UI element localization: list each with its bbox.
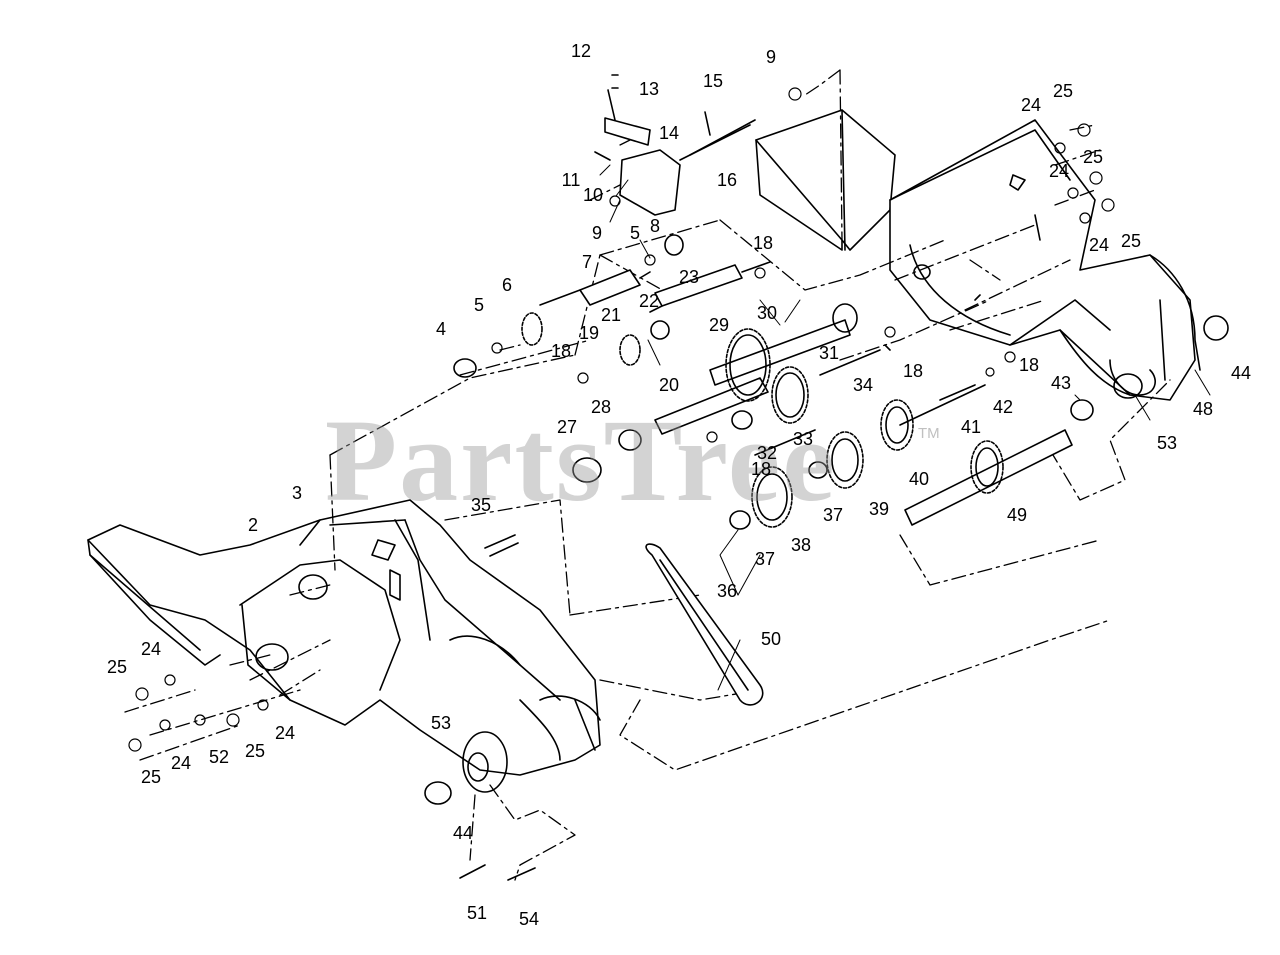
callout-22: 22 — [638, 291, 660, 311]
drive-belt — [645, 543, 764, 706]
callout-35: 35 — [470, 495, 492, 515]
callout-53-right: 53 — [1156, 433, 1178, 453]
callout-5-upper: 5 — [629, 223, 641, 243]
callout-11: 11 — [561, 170, 581, 190]
callout-2: 2 — [247, 515, 259, 535]
callout-42: 42 — [992, 397, 1014, 417]
callout-16: 16 — [716, 170, 738, 190]
callout-10: 10 — [582, 185, 604, 205]
callout-18-top: 18 — [752, 233, 774, 253]
callout-38: 38 — [790, 535, 812, 555]
callout-20: 20 — [658, 375, 680, 395]
bushings — [424, 234, 1229, 805]
callout-25-f: 25 — [140, 767, 162, 787]
callout-18-lower: 18 — [750, 459, 772, 479]
callout-27: 27 — [556, 417, 578, 437]
callout-44-right: 44 — [1230, 363, 1252, 383]
callout-14: 14 — [658, 123, 680, 143]
callout-5-lower: 5 — [473, 295, 485, 315]
callout-3: 3 — [291, 483, 303, 503]
callout-24-e: 24 — [274, 723, 296, 743]
callout-39: 39 — [868, 499, 890, 519]
callout-9-left: 9 — [591, 223, 603, 243]
callout-29: 29 — [708, 315, 730, 335]
callout-50: 50 — [760, 629, 782, 649]
callout-31: 31 — [818, 343, 840, 363]
callout-21: 21 — [600, 305, 622, 325]
right-housing-panel — [755, 109, 1201, 401]
callout-37-upper: 37 — [822, 505, 844, 525]
callout-48: 48 — [1192, 399, 1214, 419]
callout-54: 54 — [518, 909, 540, 929]
bolts — [459, 294, 981, 881]
callout-8: 8 — [649, 216, 661, 236]
callout-51: 51 — [466, 903, 488, 923]
callout-25-c: 25 — [1120, 231, 1142, 251]
callout-25-e: 25 — [244, 741, 266, 761]
callout-25-d: 25 — [106, 657, 128, 677]
callout-41: 41 — [960, 417, 982, 437]
callout-13: 13 — [638, 79, 660, 99]
watermark-trademark: TM — [918, 425, 940, 442]
callout-24-c: 24 — [1088, 235, 1110, 255]
callout-24-f: 24 — [170, 753, 192, 773]
callout-4: 4 — [435, 319, 447, 339]
callout-24-d: 24 — [140, 639, 162, 659]
callout-24-b: 24 — [1048, 161, 1070, 181]
callout-18-right: 18 — [1018, 355, 1040, 375]
callout-19: 19 — [578, 323, 600, 343]
callout-52: 52 — [208, 747, 230, 767]
callout-49: 49 — [1006, 505, 1028, 525]
callout-6: 6 — [501, 275, 513, 295]
callout-34: 34 — [852, 375, 874, 395]
callout-32: 32 — [756, 443, 778, 463]
leader-lines — [599, 164, 1211, 691]
shifter-assembly — [594, 74, 756, 216]
callout-40: 40 — [908, 469, 930, 489]
watermark: PartsTree — [325, 395, 837, 526]
callout-33: 33 — [792, 429, 814, 449]
callout-18-left: 18 — [550, 341, 572, 361]
callout-24-a: 24 — [1020, 95, 1042, 115]
callout-18-mid: 18 — [902, 361, 924, 381]
callout-28: 28 — [590, 397, 612, 417]
callout-15: 15 — [702, 71, 724, 91]
callout-25-a: 25 — [1052, 81, 1074, 101]
callout-25-b: 25 — [1082, 147, 1104, 167]
callout-37-lower: 37 — [754, 549, 776, 569]
callout-7: 7 — [581, 252, 593, 272]
callout-36: 36 — [716, 581, 738, 601]
callout-9-top: 9 — [765, 47, 777, 67]
callout-12: 12 — [570, 41, 592, 61]
left-housing-panel — [87, 499, 601, 776]
callout-53-left: 53 — [430, 713, 452, 733]
callout-43: 43 — [1050, 373, 1072, 393]
callout-30: 30 — [756, 303, 778, 323]
callout-44-left: 44 — [452, 823, 474, 843]
washers-and-nuts — [128, 87, 1115, 752]
sprockets — [521, 303, 1004, 528]
callout-23: 23 — [678, 267, 700, 287]
